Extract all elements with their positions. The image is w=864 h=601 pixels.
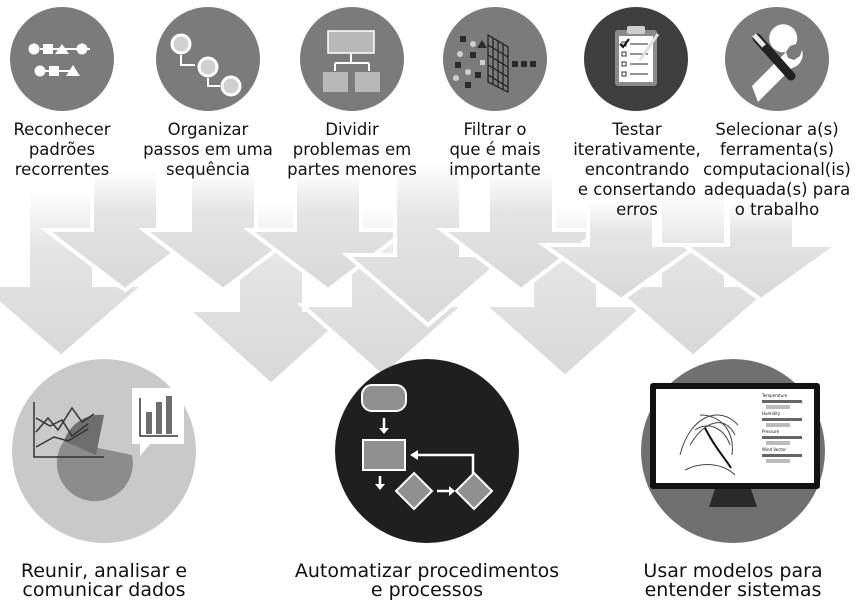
arrow-shape	[677, 198, 845, 303]
skill-label-decompose: Dividir problemas em partes menores	[287, 120, 417, 179]
data-charts-icon	[12, 359, 196, 543]
monitor-sidebar-label: Wind Vector	[762, 447, 787, 452]
wrench-screwdriver-icon	[725, 7, 829, 111]
practice-label-automate: Automatizar procedimentos e processos	[294, 560, 560, 601]
monitor-sidebar-label: Pressure	[762, 429, 780, 434]
pattern-shapes-icon	[10, 7, 114, 111]
monitor-sidebar-label: Temperature	[762, 393, 788, 398]
arrow-shape	[341, 158, 515, 328]
flowchart-icon	[335, 359, 519, 543]
filter-grid-icon	[443, 7, 547, 111]
skill-label-filter: Filtrar o que é mais importante	[449, 120, 541, 179]
arrow-shape	[138, 168, 308, 293]
arrow-shape	[537, 198, 705, 303]
practice-label-models: Usar modelos para entender sistemas	[643, 560, 823, 601]
arrow-shape	[436, 168, 606, 293]
skill-label-sequence: Organizar passos em uma sequência	[143, 120, 273, 179]
practice-label-data: Reunir, analisar e comunicar dados	[20, 560, 188, 601]
monitor-sidebar-label: Humidity	[762, 411, 781, 416]
skill-label-patterns: Reconhecer padrões recorrentes	[13, 120, 111, 179]
monitor-model-icon	[641, 359, 825, 543]
skill-label-test: Testar iterativamente, encontrando e con…	[573, 120, 701, 219]
clipboard-checklist-icon	[584, 7, 688, 111]
skill-label-tools: Selecionar a(s) ferramenta(s) computacio…	[703, 120, 851, 219]
sequence-steps-icon	[156, 7, 260, 111]
decompose-puzzle-icon	[300, 7, 404, 111]
arrow-shape	[40, 168, 210, 293]
